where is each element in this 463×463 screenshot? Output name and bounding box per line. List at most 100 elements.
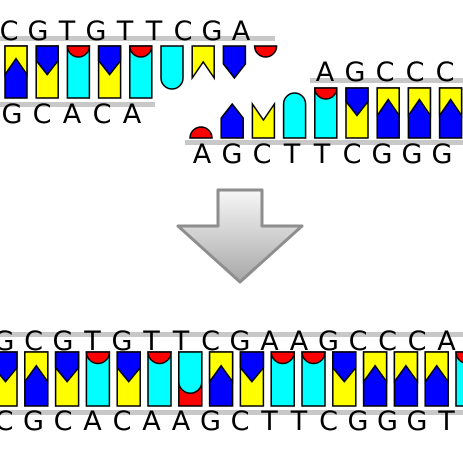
base-pair	[455, 351, 463, 407]
base-pair	[407, 87, 432, 139]
top-letter: C	[201, 326, 220, 357]
top-letter: C	[436, 57, 455, 88]
bottom-letter: C	[93, 99, 112, 130]
base-A	[66, 45, 91, 58]
top-letter: G	[112, 326, 133, 357]
bottom-strand	[0, 102, 155, 107]
bottom-letter: T	[313, 139, 331, 170]
base-pair	[332, 351, 357, 407]
top-letter: T	[83, 326, 101, 357]
top-letter: C	[0, 16, 18, 47]
bottom-letter: G	[2, 99, 23, 130]
bottom-letter: T	[283, 139, 301, 170]
top-letter: G	[318, 326, 339, 357]
base-pair	[438, 87, 463, 139]
overhang-base-G	[220, 102, 244, 139]
top-letter: A	[316, 57, 335, 88]
base-pair	[345, 87, 369, 139]
top-letter: G	[202, 16, 223, 47]
base-pair	[0, 351, 18, 407]
base-pair	[424, 351, 449, 407]
base-C	[362, 351, 388, 385]
top-letter: T	[58, 16, 76, 47]
base-pair	[85, 351, 111, 407]
base-T	[178, 351, 203, 394]
top-letter: C	[408, 326, 427, 357]
bottom-letter: G	[407, 406, 428, 437]
bottom-letter: G	[23, 406, 44, 437]
base-pair	[270, 351, 295, 407]
overhang-base-T	[282, 92, 307, 139]
bottom-letter: G	[222, 139, 243, 170]
top-strand	[310, 78, 463, 83]
top-letter: T	[116, 16, 134, 47]
base-pair	[362, 351, 388, 407]
top-strand	[0, 36, 275, 41]
top-letter: A	[232, 16, 251, 47]
top-letter: G	[28, 16, 49, 47]
base-C	[376, 87, 400, 118]
overhang-base-C	[251, 101, 276, 139]
base-A	[85, 351, 111, 365]
bottom-letter: C	[319, 406, 338, 437]
bottom-letter: C	[343, 139, 362, 170]
base-pair	[301, 351, 326, 407]
base-A	[455, 351, 463, 364]
bottom-letter: G	[377, 406, 398, 437]
base-C	[24, 351, 49, 385]
overhang-base-A	[189, 126, 213, 139]
base-pair	[376, 87, 400, 139]
top-letter: A	[260, 326, 279, 357]
base-G	[116, 351, 141, 383]
top-letter: G	[0, 326, 14, 357]
overhang-base-G	[222, 45, 247, 80]
base-pair	[54, 351, 80, 407]
overhang-base-T	[160, 45, 184, 90]
top-letter: T	[142, 326, 160, 357]
bottom-letter: A	[142, 406, 161, 437]
top-letter: G	[345, 57, 366, 88]
base-C	[438, 87, 463, 118]
base-C	[407, 87, 432, 118]
base-pair	[178, 351, 203, 407]
base-pair	[35, 45, 59, 99]
base-C	[424, 351, 449, 385]
base-A	[270, 351, 295, 365]
bottom-letter: C	[253, 139, 272, 170]
base-G	[239, 351, 265, 383]
base-pair	[66, 45, 91, 99]
top-letter: C	[24, 326, 43, 357]
base-pair	[314, 87, 338, 139]
top-letter: C	[349, 326, 368, 357]
base-pair	[129, 45, 153, 99]
base-G	[54, 351, 80, 383]
base-T	[455, 351, 463, 407]
base-pair	[208, 351, 234, 407]
base-pair	[147, 351, 172, 407]
bottom-letter: A	[193, 139, 212, 170]
base-pair	[24, 351, 49, 407]
bottom-letter: A	[83, 406, 102, 437]
base-pair	[97, 45, 122, 99]
base-pair	[4, 45, 28, 99]
top-strand	[0, 332, 463, 337]
top-letter: G	[230, 326, 251, 357]
top-letter: A	[437, 326, 456, 357]
bottom-letter: A	[123, 99, 142, 130]
bottom-letter: G	[372, 139, 393, 170]
top-letter: C	[174, 16, 193, 47]
overhang-base-C	[191, 45, 215, 81]
overhang-base-A	[253, 45, 278, 58]
base-A	[147, 351, 172, 365]
base-G	[97, 45, 122, 76]
base-G	[345, 87, 369, 117]
bottom-strand	[185, 140, 463, 145]
base-pair	[393, 351, 419, 407]
top-letter: T	[145, 16, 163, 47]
base-G	[0, 351, 18, 383]
bottom-letter: T	[290, 406, 308, 437]
base-C	[208, 351, 234, 385]
